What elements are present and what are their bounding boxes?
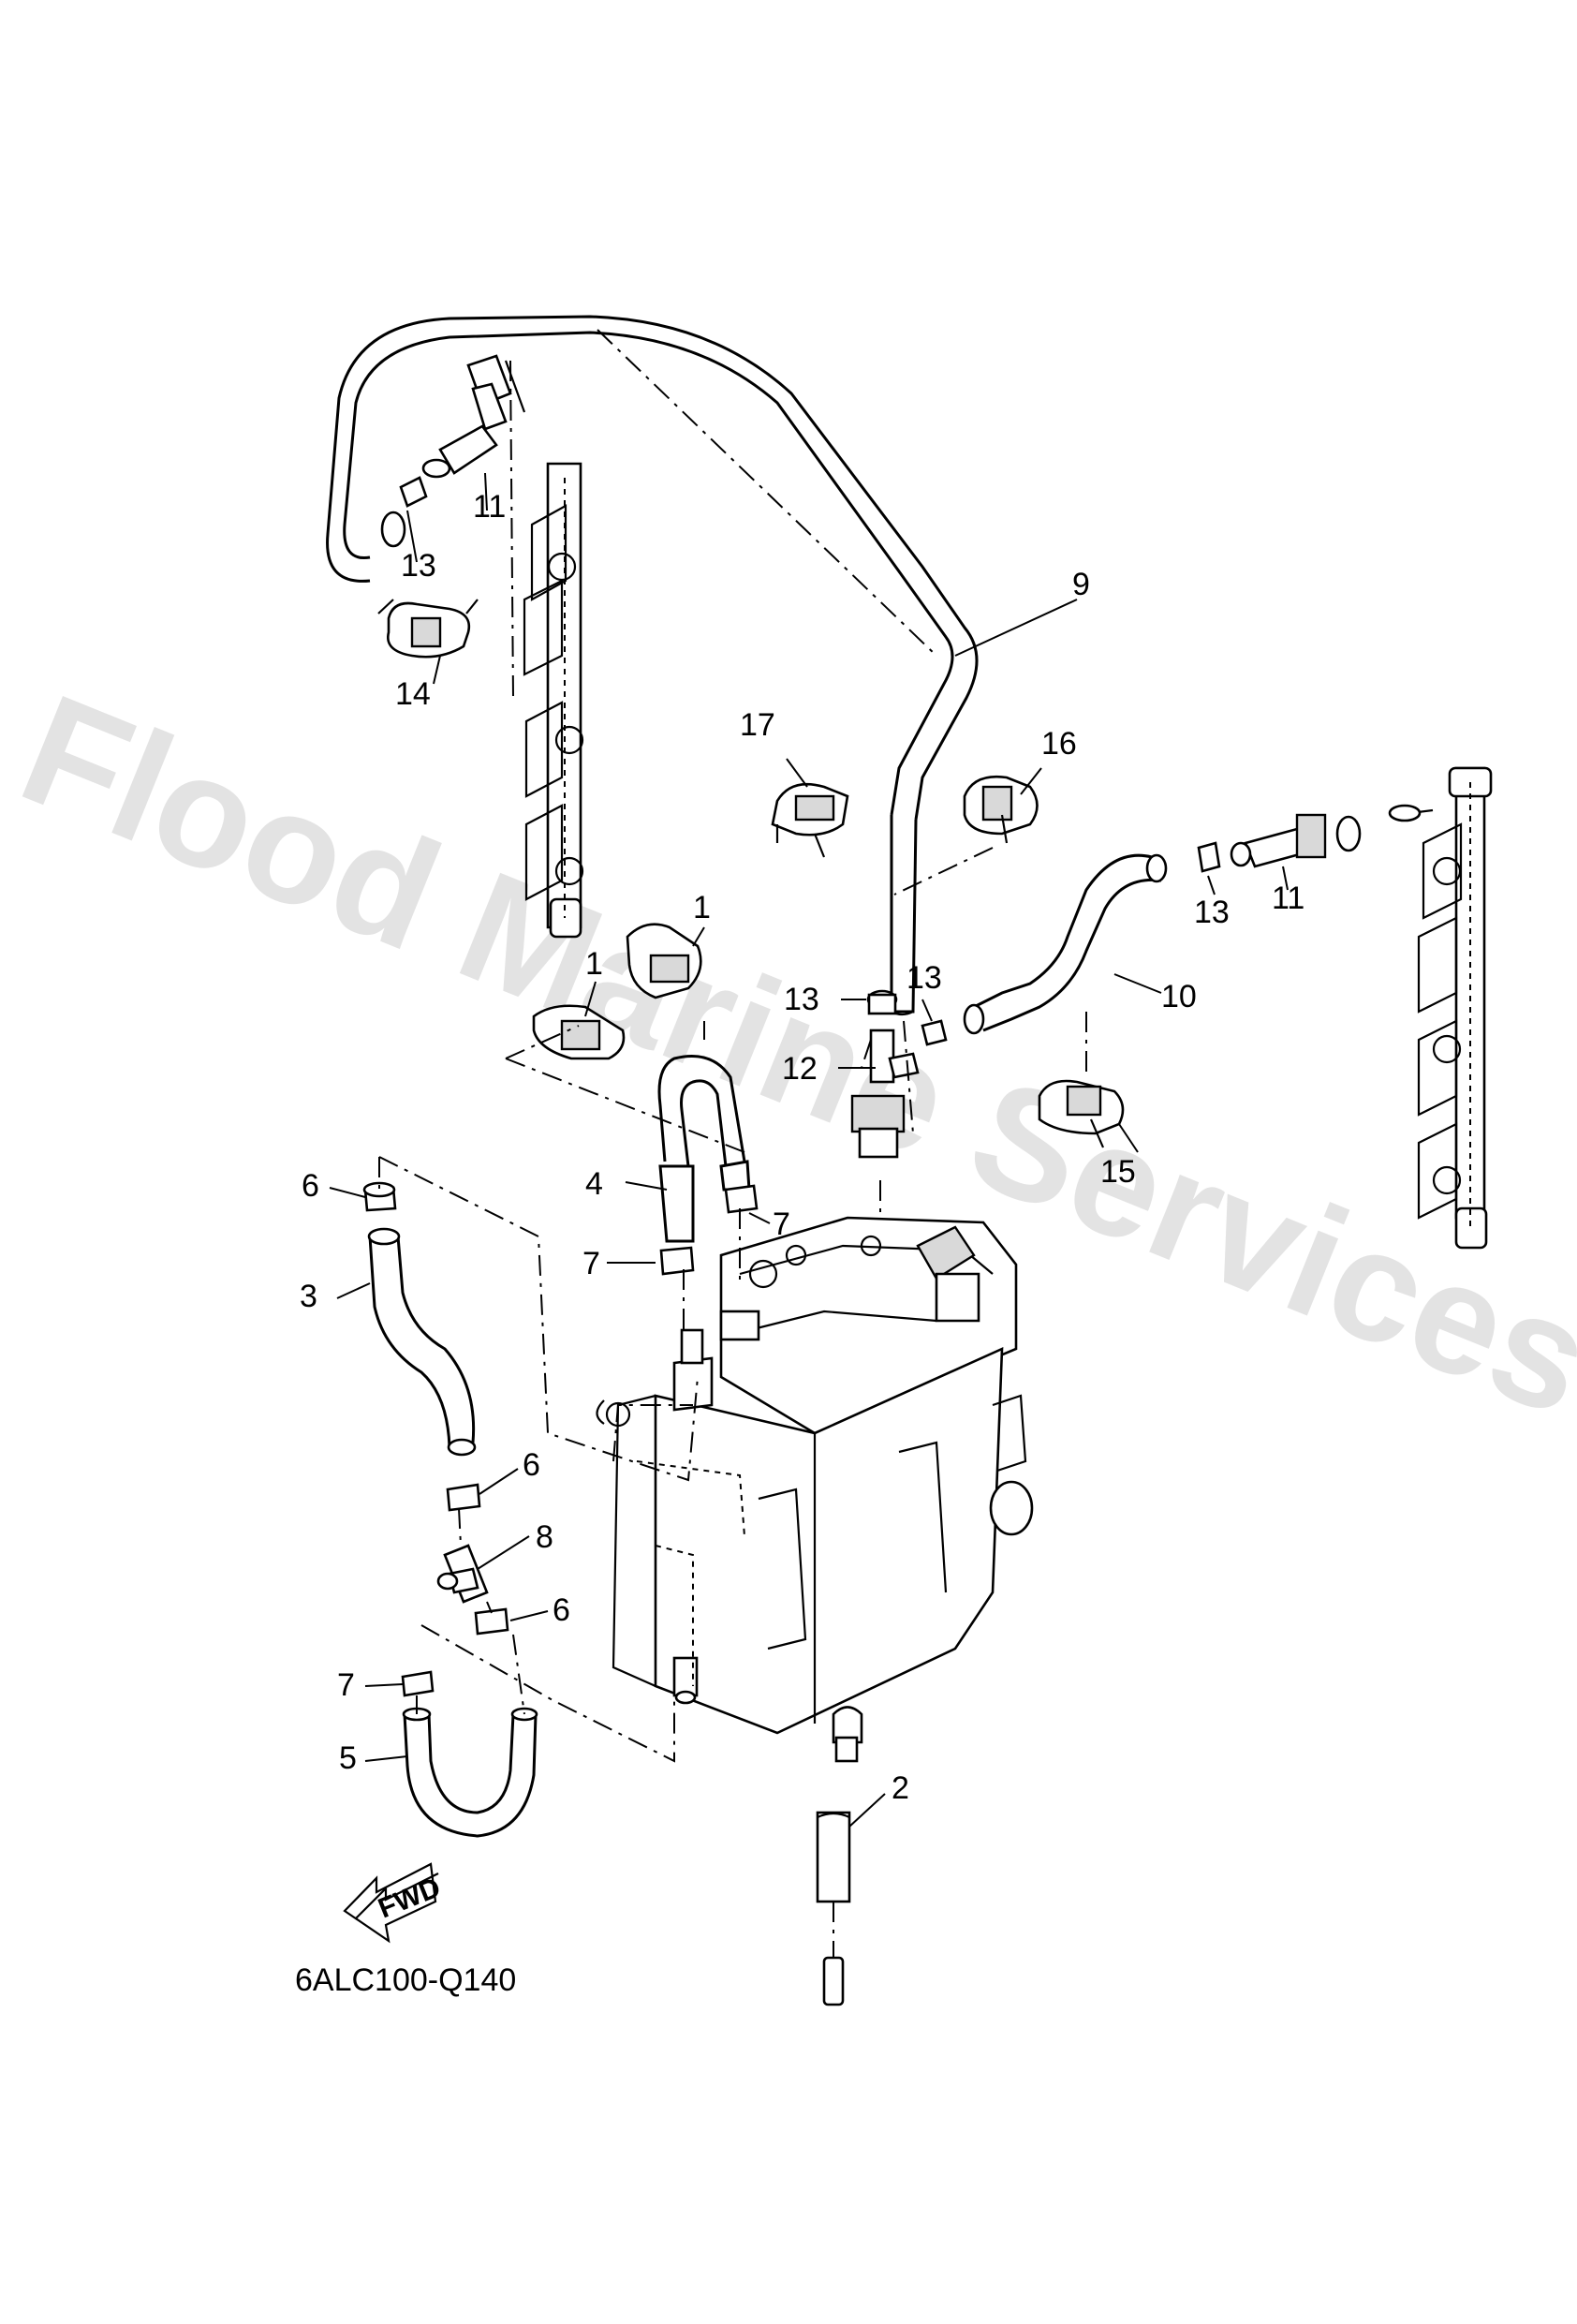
joint-8 <box>436 1544 489 1604</box>
callout-6-middle: 6 <box>523 1447 540 1483</box>
fuel-rail-right <box>1417 766 1493 1250</box>
callout-6-top: 6 <box>302 1168 319 1204</box>
callout-1-lower: 1 <box>585 946 603 982</box>
callout-13-center-a: 13 <box>784 982 819 1017</box>
callout-11-right: 11 <box>1272 881 1304 916</box>
callout-12: 12 <box>782 1051 818 1087</box>
callout-13-left: 13 <box>401 548 436 584</box>
clip-13-center-a <box>866 989 898 1015</box>
callout-7-middle: 7 <box>582 1246 600 1281</box>
callout-leaders <box>329 472 1289 1828</box>
clamp-17 <box>771 782 849 858</box>
callout-5: 5 <box>339 1740 357 1776</box>
callout-3: 3 <box>300 1279 317 1314</box>
joint-11-left <box>421 354 526 479</box>
hose-9 <box>326 315 979 1016</box>
callout-4: 4 <box>585 1166 603 1202</box>
clip-6-middle <box>446 1483 481 1512</box>
callout-labels: 1 1 2 3 4 5 6 6 6 7 7 7 8 9 10 11 11 12 … <box>300 489 1304 1806</box>
assembly-lines <box>378 329 1087 1763</box>
hose-3 <box>367 1227 477 1457</box>
clip-13-left <box>380 476 428 548</box>
callout-6-lower: 6 <box>553 1592 570 1628</box>
callout-7-right: 7 <box>773 1206 790 1242</box>
clamp-16 <box>963 775 1039 844</box>
callout-11-left: 11 <box>473 489 506 525</box>
diagram-code: 6ALC100-Q140 <box>295 1962 516 1998</box>
clip-7-left <box>401 1670 435 1697</box>
callout-17: 17 <box>740 707 775 743</box>
callout-1-upper: 1 <box>693 890 711 925</box>
clip-6-top <box>362 1181 397 1212</box>
callout-13-center-b: 13 <box>906 960 942 996</box>
fwd-label: FWD <box>374 1872 445 1924</box>
fuel-rail-left <box>523 462 584 939</box>
hose-10 <box>963 853 1168 1035</box>
clip-7-right <box>724 1184 759 1214</box>
callout-9: 9 <box>1072 567 1090 602</box>
joint-12 <box>850 1029 920 1159</box>
callout-8: 8 <box>536 1519 553 1555</box>
vapor-separator <box>596 1216 1034 1763</box>
fwd-arrow: FWD <box>343 1862 445 1944</box>
clip-13-right <box>1197 841 1221 873</box>
hose-4 <box>657 1055 751 1243</box>
callout-14: 14 <box>395 676 431 712</box>
clip-13-center-b <box>921 1019 948 1046</box>
callout-2: 2 <box>892 1770 909 1806</box>
hose-2 <box>816 1811 851 2006</box>
hose-5 <box>402 1707 538 1838</box>
callout-16: 16 <box>1041 726 1077 762</box>
clamp-15 <box>1038 1079 1125 1148</box>
callout-15: 15 <box>1100 1154 1136 1190</box>
joint-11-right <box>1230 804 1434 868</box>
clamp-14 <box>377 599 479 659</box>
clamp-1-lower <box>532 1004 626 1060</box>
callout-10: 10 <box>1161 979 1197 1014</box>
callout-13-right: 13 <box>1194 895 1230 930</box>
callout-7-left: 7 <box>337 1667 355 1703</box>
clip-7-middle <box>659 1246 695 1276</box>
clamp-1-upper <box>626 923 702 999</box>
clip-6-lower <box>474 1607 509 1636</box>
